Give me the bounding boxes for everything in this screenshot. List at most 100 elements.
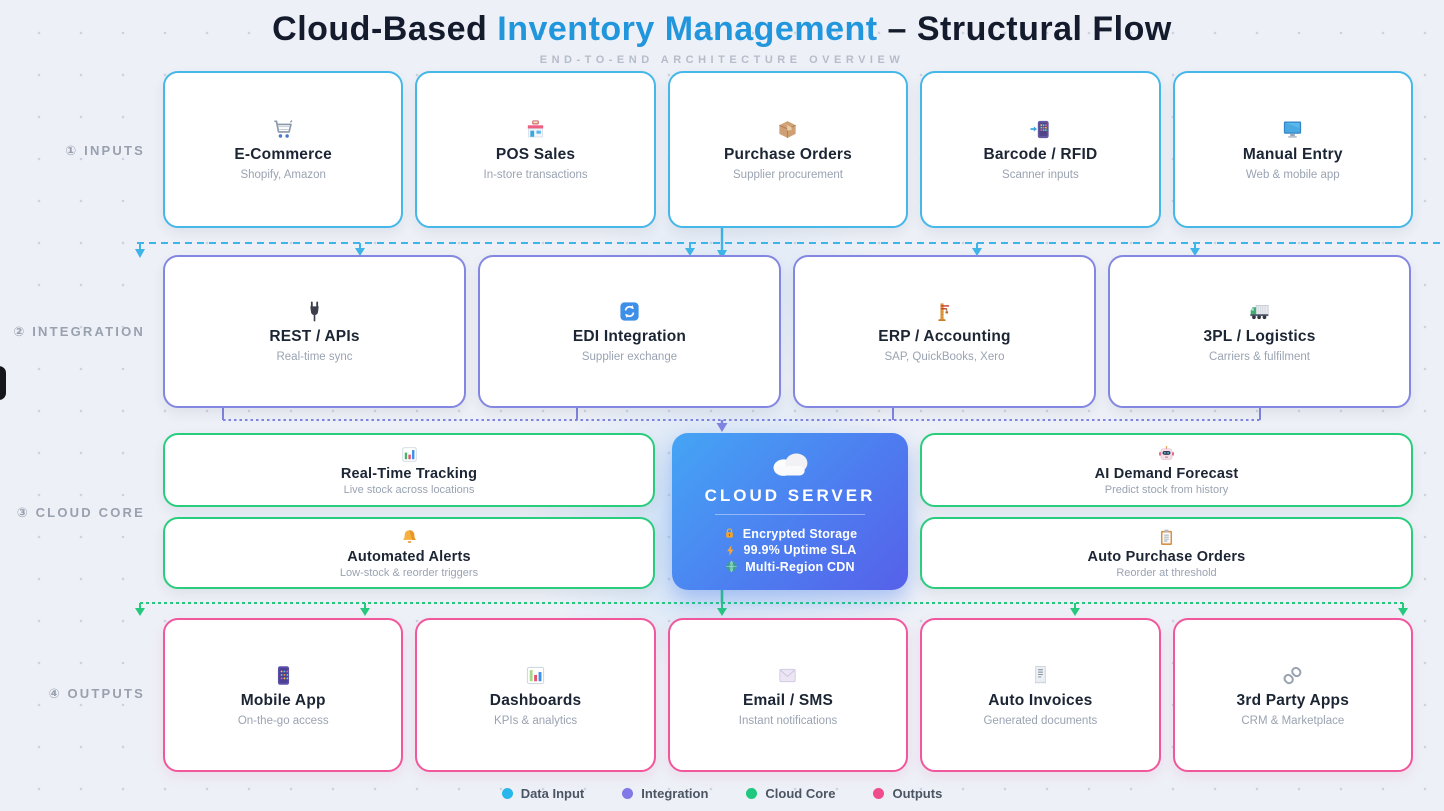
edge-tab (0, 366, 6, 400)
desktop-icon (1281, 118, 1304, 141)
node-title: Dashboards (489, 691, 582, 709)
node-subtitle: CRM & Marketplace (1241, 714, 1345, 727)
lock-icon (723, 527, 736, 540)
node-subtitle: Shopify, Amazon (240, 169, 326, 181)
rail-label-cloud-core: ③ CLOUD CORE (16, 505, 145, 520)
package-icon (776, 118, 799, 141)
node-mobile-app: Mobile App On-the-go access (163, 618, 404, 772)
node-title: ERP / Accounting (878, 328, 1011, 345)
bolt-icon (724, 544, 737, 557)
node-subtitle: Live stock across locations (343, 483, 475, 496)
envelope-icon (776, 664, 799, 687)
integration-row: REST / APIs Real-time sync EDI Integrati… (163, 255, 1411, 408)
legend-item-integration: Integration (622, 786, 708, 801)
node-title: Auto Purchase Orders (1087, 548, 1246, 565)
receipt-icon (1029, 664, 1052, 687)
node-title: REST / APIs (269, 328, 360, 345)
node-erp-accounting: ERP / Accounting SAP, QuickBooks, Xero (793, 255, 1096, 408)
server-feature-text: Encrypted Storage (742, 526, 858, 541)
header: Cloud-Based Inventory Management – Struc… (0, 10, 1444, 66)
node-purchase-orders: Purchase Orders Supplier procurement (667, 71, 909, 228)
node-ai-demand-forecast: AI Demand Forecast Predict stock from hi… (920, 433, 1413, 507)
outputs-row: Mobile App On-the-go access Dashboards K… (163, 618, 1413, 772)
node-subtitle: On-the-go access (237, 714, 329, 727)
node-rest-apis: REST / APIs Real-time sync (163, 255, 466, 408)
node-subtitle: Supplier exchange (581, 351, 678, 363)
legend-label: Cloud Core (765, 786, 836, 801)
node-subtitle: Generated documents (983, 714, 1098, 727)
node-subtitle: Instant notifications (738, 714, 838, 727)
server-feature: Multi-Region CDN (725, 560, 855, 574)
shopping-cart-icon (272, 118, 295, 141)
node-manual-entry: Manual Entry Web & mobile app (1172, 71, 1413, 228)
node-title: AI Demand Forecast (1094, 465, 1239, 482)
cloud-icon (768, 449, 812, 484)
node-subtitle: SAP, QuickBooks, Xero (884, 351, 1005, 363)
node-subtitle: Low-stock & reorder triggers (339, 566, 479, 579)
node-3rd-party-apps: 3rd Party Apps CRM & Marketplace (1172, 618, 1413, 772)
truck-icon (1248, 300, 1271, 323)
legend-label: Outputs (892, 786, 943, 801)
mobile-app-icon (272, 664, 295, 687)
node-title: 3PL / Logistics (1203, 328, 1316, 345)
node-3pl-logistics: 3PL / Logistics Carriers & fulfilment (1108, 255, 1411, 408)
divider (715, 514, 865, 516)
node-subtitle: Supplier procurement (733, 169, 843, 181)
node-title: Barcode / RFID (983, 146, 1098, 163)
node-barcode-rfid: Barcode / RFID Scanner inputs (920, 71, 1161, 228)
node-title: Real-Time Tracking (340, 465, 478, 482)
title-highlight: Inventory Management (497, 10, 878, 48)
node-subtitle: KPIs & analytics (494, 714, 578, 727)
node-subtitle: Reorder at threshold (1116, 566, 1217, 579)
inputs-row: E-Commerce Shopify, Amazon POS Sales In-… (163, 71, 1413, 228)
node-title: Mobile App (240, 691, 326, 709)
node-auto-purchase-orders: Auto Purchase Orders Reorder at threshol… (920, 517, 1413, 589)
construction-icon (933, 300, 956, 323)
sync-icon (618, 300, 641, 323)
dashboard-chart-icon (524, 664, 547, 687)
page-subtitle: END-TO-END ARCHITECTURE OVERVIEW (539, 54, 905, 66)
legend: Data Input Integration Cloud Core Output… (0, 786, 1444, 801)
bar-chart-icon (400, 445, 419, 464)
barcode-scan-icon (1029, 118, 1052, 141)
rail-label-integration: ② INTEGRATION (13, 324, 145, 339)
rail-label-outputs: ④ OUTPUTS (48, 686, 145, 701)
node-e-commerce: E-Commerce Shopify, Amazon (163, 71, 404, 228)
node-subtitle: Scanner inputs (1002, 169, 1079, 181)
node-title: 3rd Party Apps (1236, 691, 1350, 709)
node-edi-integration: EDI Integration Supplier exchange (478, 255, 781, 408)
page-title: Cloud-Based Inventory Management – Struc… (272, 10, 1172, 48)
legend-dot-cloud-core (746, 788, 758, 799)
legend-item-cloud-core: Cloud Core (746, 786, 835, 801)
globe-icon (725, 560, 738, 573)
node-dashboards: Dashboards KPIs & analytics (415, 618, 656, 772)
bell-icon (400, 528, 419, 547)
node-title: Auto Invoices (988, 691, 1093, 709)
server-feature: 99.9% Uptime SLA (724, 543, 857, 557)
node-subtitle: In-store transactions (483, 169, 588, 181)
cloud-core-left-group: Real-Time Tracking Live stock across loc… (163, 433, 655, 589)
link-icon (1281, 664, 1304, 687)
server-feature: Encrypted Storage (723, 527, 858, 541)
legend-label: Integration (641, 786, 709, 801)
node-real-time-tracking: Real-Time Tracking Live stock across loc… (163, 433, 655, 507)
node-subtitle: Carriers & fulfilment (1209, 351, 1310, 363)
node-subtitle: Web & mobile app (1245, 169, 1340, 181)
legend-item-data-input: Data Input (501, 786, 585, 801)
clipboard-icon (1157, 528, 1176, 547)
node-title: EDI Integration (572, 328, 687, 345)
legend-label: Data Input (520, 786, 585, 801)
legend-dot-integration (622, 788, 634, 799)
node-title: Manual Entry (1242, 146, 1343, 163)
server-feature-text: 99.9% Uptime SLA (743, 543, 857, 558)
legend-dot-data-input (501, 788, 513, 799)
node-pos-sales: POS Sales In-store transactions (415, 71, 656, 228)
legend-dot-outputs (873, 788, 885, 799)
node-email-sms: Email / SMS Instant notifications (667, 618, 909, 772)
node-title: POS Sales (495, 146, 576, 163)
legend-item-outputs: Outputs (873, 786, 942, 801)
rail-label-inputs: ① INPUTS (65, 143, 145, 158)
cloud-core-right-group: AI Demand Forecast Predict stock from hi… (920, 433, 1413, 589)
